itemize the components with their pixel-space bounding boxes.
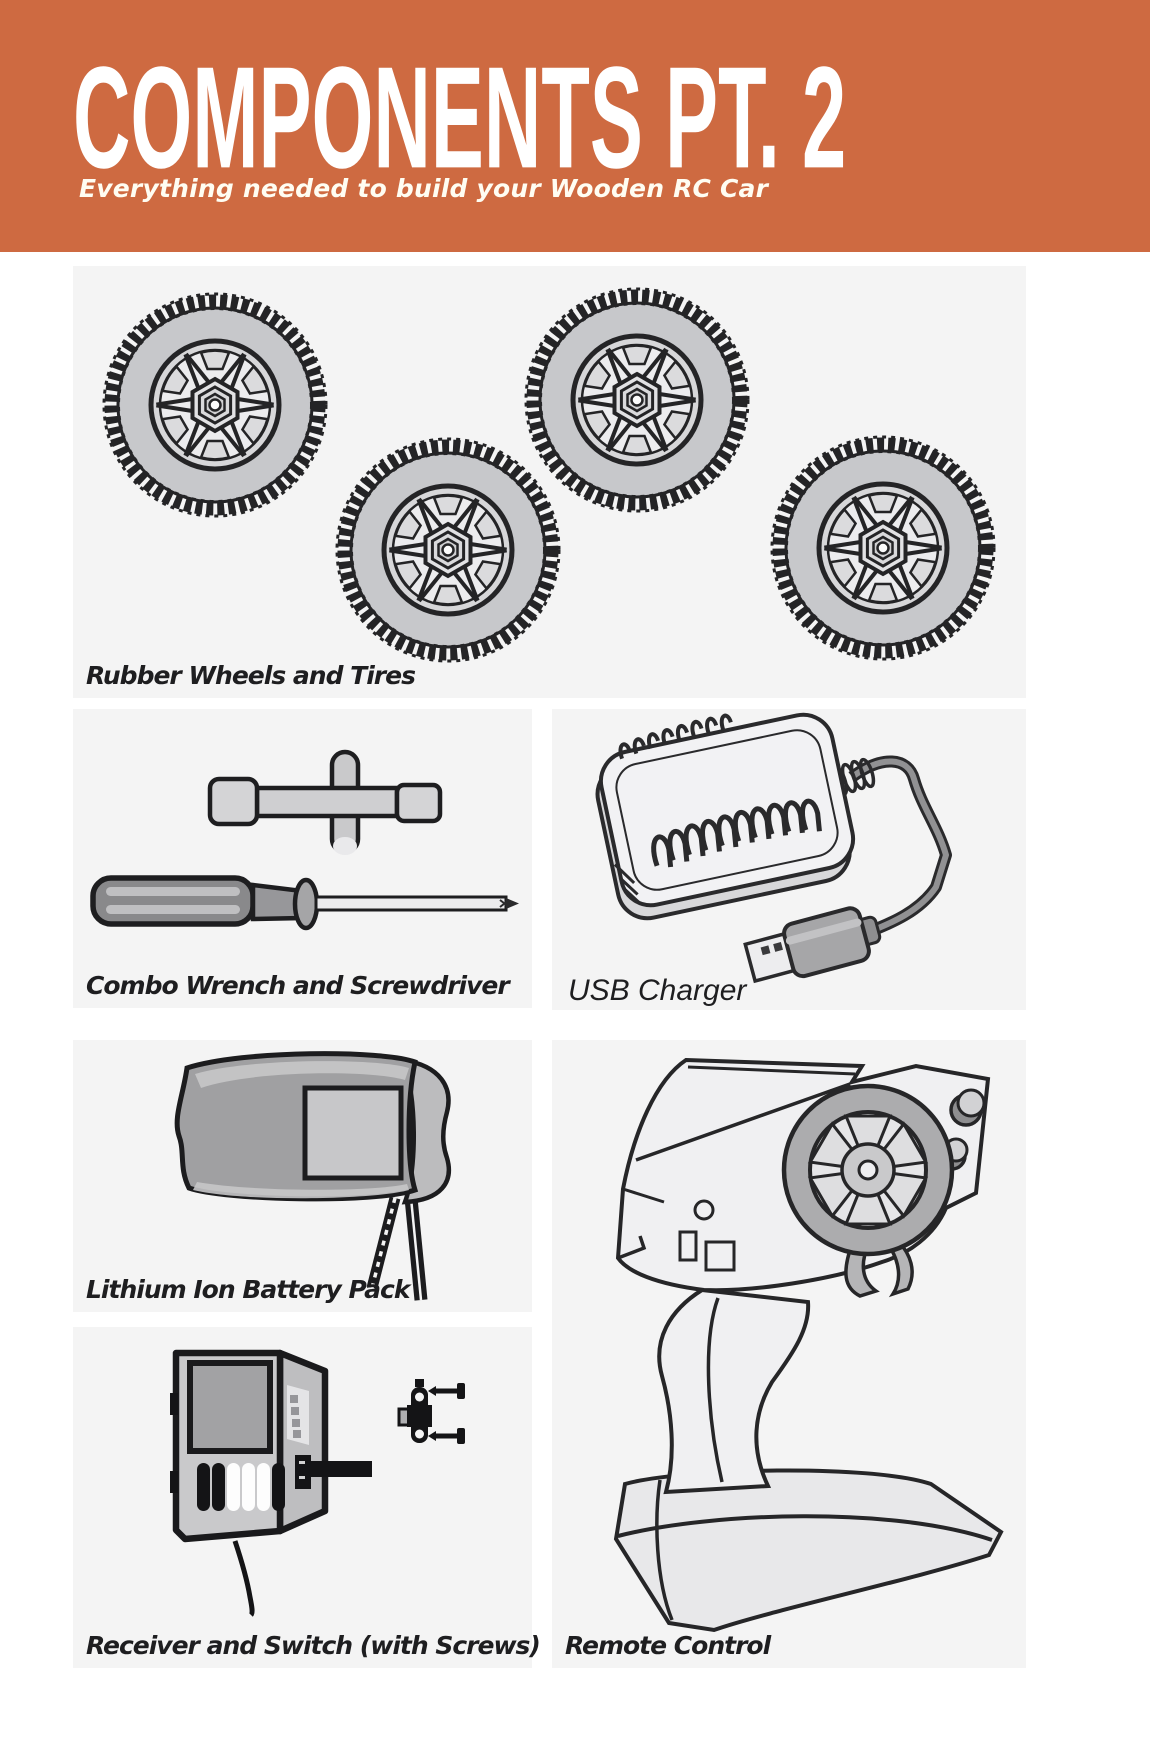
wheel-front-right xyxy=(526,289,748,511)
receiver-antenna-wire xyxy=(232,1540,255,1617)
usb-charger-icon xyxy=(595,712,952,984)
wheels-caption: Rubber Wheels and Tires xyxy=(86,661,416,690)
four-rubber-wheels-icon xyxy=(73,266,1026,698)
panel-wheels: Rubber Wheels and Tires xyxy=(73,266,1026,698)
battery-pack-icon xyxy=(174,1051,452,1301)
screw-top xyxy=(428,1383,465,1399)
charger-body xyxy=(595,712,856,921)
usb-plug xyxy=(743,906,882,984)
screw-bottom xyxy=(428,1428,465,1444)
receiver-box xyxy=(170,1349,329,1543)
remote-grip xyxy=(657,1287,811,1495)
battery-wires xyxy=(366,1196,428,1301)
wheel-front-left xyxy=(104,294,326,516)
remote-trigger xyxy=(844,1240,914,1298)
battery-cell-ends xyxy=(399,1057,452,1205)
receiver-caption: Receiver and Switch (with Screws) xyxy=(86,1631,541,1660)
screwdriver xyxy=(90,875,519,931)
remote-base xyxy=(613,1468,1004,1633)
page-title: COMPONENTS PT. 2 xyxy=(73,36,847,199)
receiver-switch-screws-icon xyxy=(170,1349,465,1617)
wheel-rear-right xyxy=(772,437,994,659)
receiver-lead-wire xyxy=(295,1455,372,1489)
panel-wrench: Combo Wrench and Screwdriver xyxy=(73,709,532,1008)
wrench-caption: Combo Wrench and Screwdriver xyxy=(86,971,510,1000)
cross-wrench-and-screwdriver-icon xyxy=(90,749,519,931)
battery-caption: Lithium Ion Battery Pack xyxy=(86,1275,410,1304)
pistol-grip-remote-icon xyxy=(613,1057,1004,1633)
battery-label-square xyxy=(302,1085,404,1181)
charger-caption: USB Charger xyxy=(568,974,747,1007)
panel-charger: USB Charger xyxy=(552,709,1026,1010)
wheel-rear-left xyxy=(337,439,559,661)
cross-wrench xyxy=(207,749,443,855)
panel-remote: Remote Control xyxy=(552,1040,1026,1668)
header-banner: COMPONENTS PT. 2 Everything needed to bu… xyxy=(0,0,1150,252)
remote-steering-wheel xyxy=(781,1083,955,1257)
remote-caption: Remote Control xyxy=(565,1631,771,1660)
switch xyxy=(397,1379,432,1443)
panel-receiver: Receiver and Switch (with Screws) xyxy=(73,1327,541,1668)
panel-battery: Lithium Ion Battery Pack xyxy=(73,1040,532,1312)
page-subtitle: Everything needed to build your Wooden R… xyxy=(79,174,769,203)
